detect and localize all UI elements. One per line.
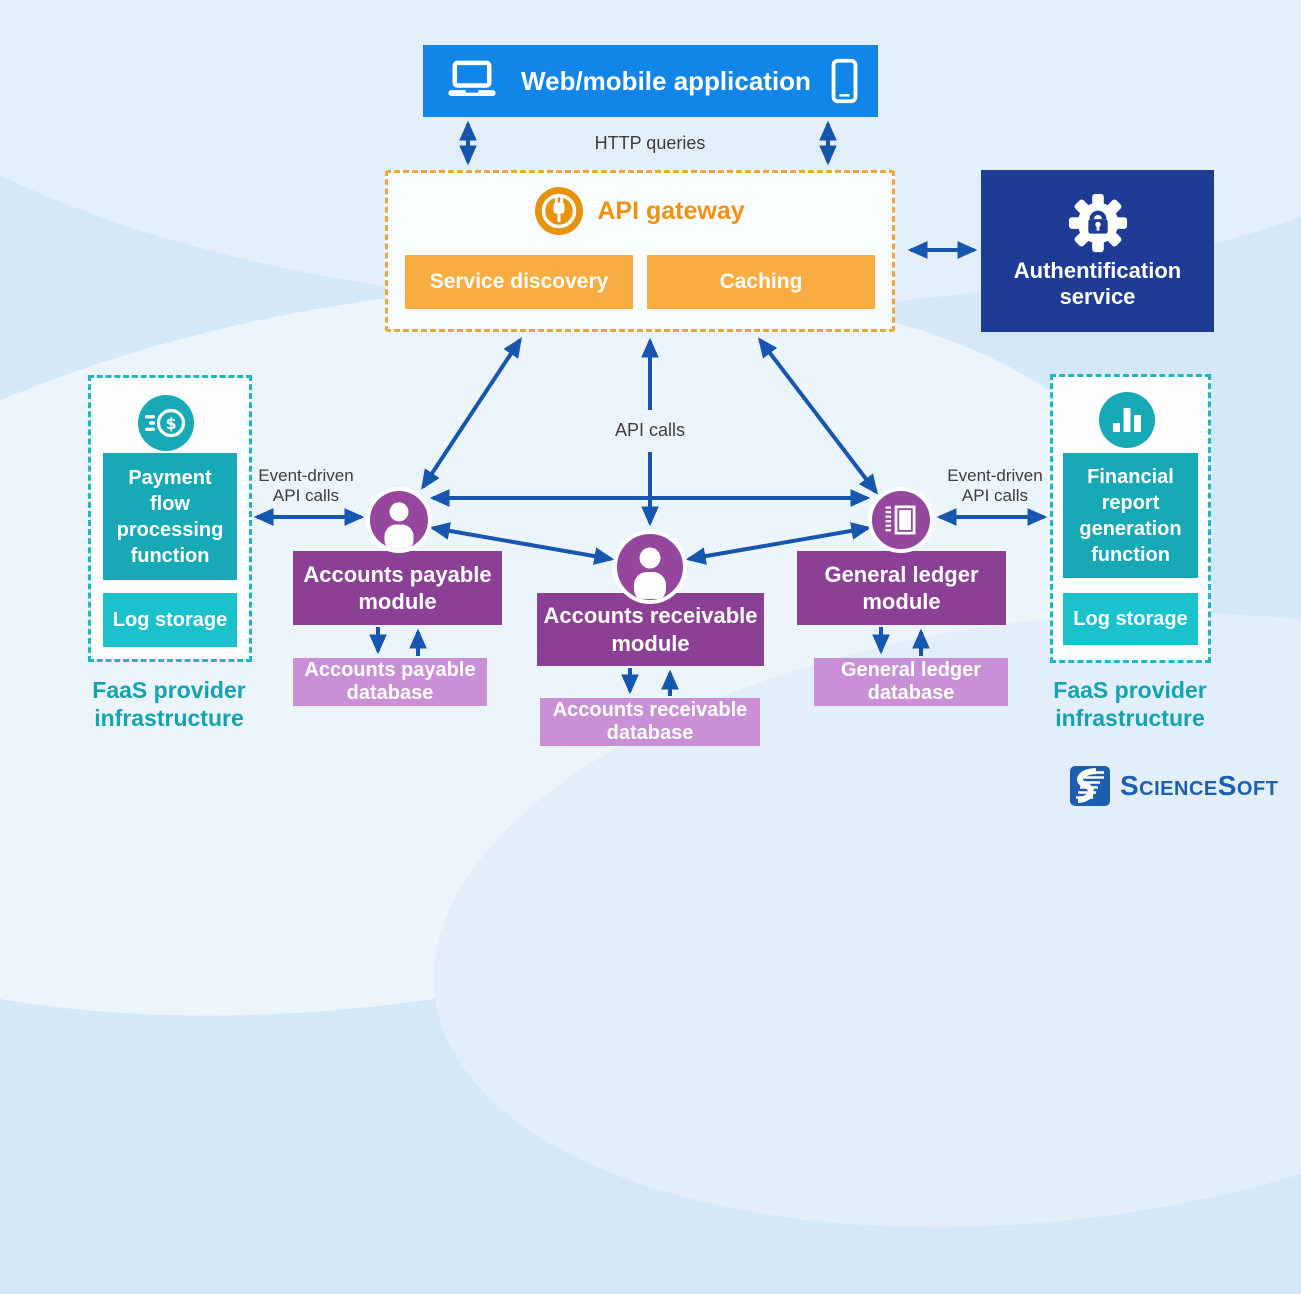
api-calls-label: API calls xyxy=(614,420,686,440)
report-chart-icon xyxy=(1099,392,1155,448)
api-plug-icon xyxy=(535,187,584,235)
authentification-service-label: Authentification service xyxy=(1013,257,1182,309)
api-gateway-title: API gateway xyxy=(597,196,745,225)
accounts-payable-user-icon xyxy=(366,487,432,553)
sciencesoft-logo-icon xyxy=(1070,766,1110,806)
accounts-receivable-database-box: Accounts receivable database xyxy=(540,698,760,746)
web-mobile-application-label: Web/mobile application xyxy=(521,65,811,96)
service-discovery-box: Service discovery xyxy=(405,255,633,309)
faas-caption-right: FaaS provider infrastructure xyxy=(1053,677,1207,732)
smartphone-icon xyxy=(831,58,858,104)
accounts-receivable-user-icon xyxy=(613,530,687,604)
gear-lock-icon xyxy=(1067,192,1129,254)
ledger-book-icon xyxy=(868,487,934,553)
authentification-service-box: Authentification service xyxy=(981,170,1214,332)
svg-text:$: $ xyxy=(165,414,176,433)
financial-report-generation-function-box: Financial report generation function xyxy=(1063,453,1198,578)
faas-caption-left: FaaS provider infrastructure xyxy=(92,677,246,732)
http-queries-label: HTTP queries xyxy=(594,133,706,153)
event-driven-api-calls-left-label: Event-driven API calls xyxy=(258,466,354,506)
event-driven-api-calls-right-label: Event-driven API calls xyxy=(947,466,1043,506)
accounts-receivable-module-box: Accounts receivable module xyxy=(537,593,764,666)
payment-coin-icon: $ xyxy=(138,395,194,451)
api-gateway-box: API gateway Service discovery Caching xyxy=(385,170,895,332)
log-storage-right-box: Log storage xyxy=(1063,593,1198,645)
caching-box: Caching xyxy=(647,255,875,309)
payment-flow-processing-function-box: Payment flow processing function xyxy=(103,453,237,580)
log-storage-left-box: Log storage xyxy=(103,593,237,647)
accounts-payable-database-box: Accounts payable database xyxy=(293,658,487,706)
web-mobile-application-box: Web/mobile application xyxy=(423,45,878,117)
sciencesoft-logo: ScienceSoft xyxy=(1070,766,1278,806)
laptop-icon xyxy=(443,59,501,103)
sciencesoft-logo-text: ScienceSoft xyxy=(1120,770,1279,801)
general-ledger-module-box: General ledger module xyxy=(797,551,1006,625)
accounts-payable-module-box: Accounts payable module xyxy=(293,551,502,625)
general-ledger-database-box: General ledger database xyxy=(814,658,1008,706)
